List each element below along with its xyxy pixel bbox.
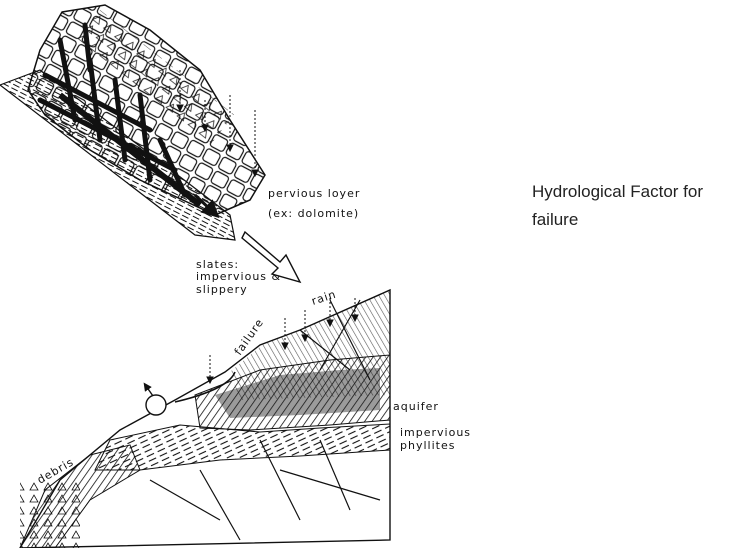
caption-line-1: Hydrological Factor for xyxy=(528,178,738,206)
pervious-example-label: (ex: dolomite) xyxy=(268,207,359,220)
figure-caption: Hydrological Factor for failure xyxy=(528,178,738,234)
upper-section: pervious loyer (ex: dolomite) slates: im… xyxy=(0,5,360,296)
impervious-label: impervious xyxy=(400,426,471,439)
boulder-arrow xyxy=(146,386,153,396)
pervious-layer-label: pervious loyer xyxy=(268,187,360,200)
rain-label: rain xyxy=(310,288,338,308)
phyllites-layer xyxy=(95,424,390,470)
slates-label-2: impervious & xyxy=(196,270,281,283)
caption-line-2: failure xyxy=(528,206,738,234)
aquifer-label: aquifer xyxy=(393,400,439,413)
debris-blocks xyxy=(20,480,80,548)
phyllites-label: phyllites xyxy=(400,439,455,452)
boulder xyxy=(146,395,166,415)
lower-section: failure rain aquifer impervious phyllite… xyxy=(20,288,471,548)
slates-label-3: slippery xyxy=(196,283,248,296)
